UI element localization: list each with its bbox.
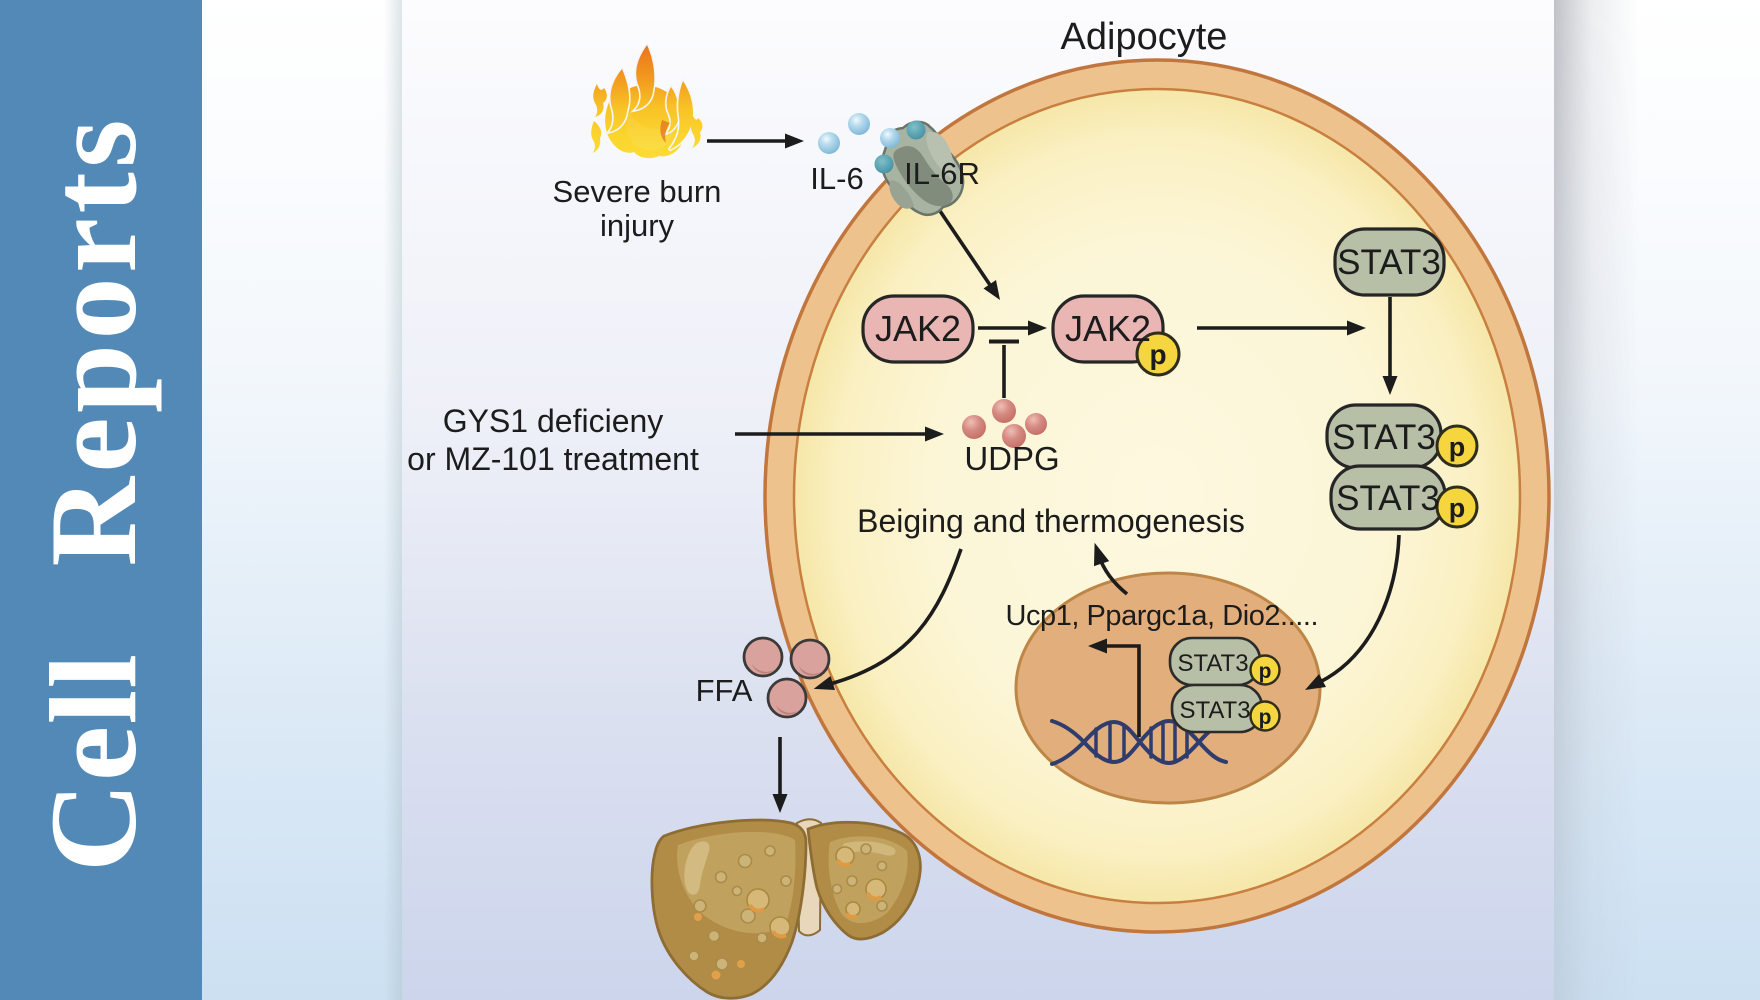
svg-text:p: p: [1449, 493, 1466, 523]
svg-text:Beiging and thermogenesis: Beiging and thermogenesis: [857, 503, 1245, 539]
svg-text:GYS1 deficieny: GYS1 deficieny: [443, 403, 664, 439]
svg-text:STAT3: STAT3: [1337, 243, 1441, 282]
svg-text:STAT3: STAT3: [1179, 697, 1250, 724]
svg-text:p: p: [1259, 706, 1272, 729]
svg-text:p: p: [1449, 432, 1466, 462]
svg-text:Cell: Cell: [25, 654, 162, 872]
svg-text:IL-6: IL-6: [810, 161, 863, 196]
svg-text:or MZ-101 treatment: or MZ-101 treatment: [407, 441, 699, 477]
svg-text:Severe burn: Severe burn: [553, 174, 722, 209]
svg-text:STAT3: STAT3: [1177, 650, 1248, 677]
svg-text:STAT3: STAT3: [1332, 418, 1436, 457]
svg-text:UDPG: UDPG: [964, 440, 1059, 477]
svg-text:Adipocyte: Adipocyte: [1061, 16, 1228, 58]
svg-text:p: p: [1149, 339, 1166, 370]
svg-text:p: p: [1259, 660, 1272, 683]
svg-text:injury: injury: [600, 208, 675, 243]
svg-text:IL-6R: IL-6R: [904, 156, 980, 191]
svg-text:JAK2: JAK2: [875, 308, 961, 349]
svg-text:JAK2: JAK2: [1065, 308, 1151, 349]
svg-text:STAT3: STAT3: [1336, 479, 1440, 518]
svg-text:FFA: FFA: [696, 673, 753, 708]
svg-text:Ucp1, Ppargc1a, Dio2.....: Ucp1, Ppargc1a, Dio2.....: [1006, 600, 1319, 632]
